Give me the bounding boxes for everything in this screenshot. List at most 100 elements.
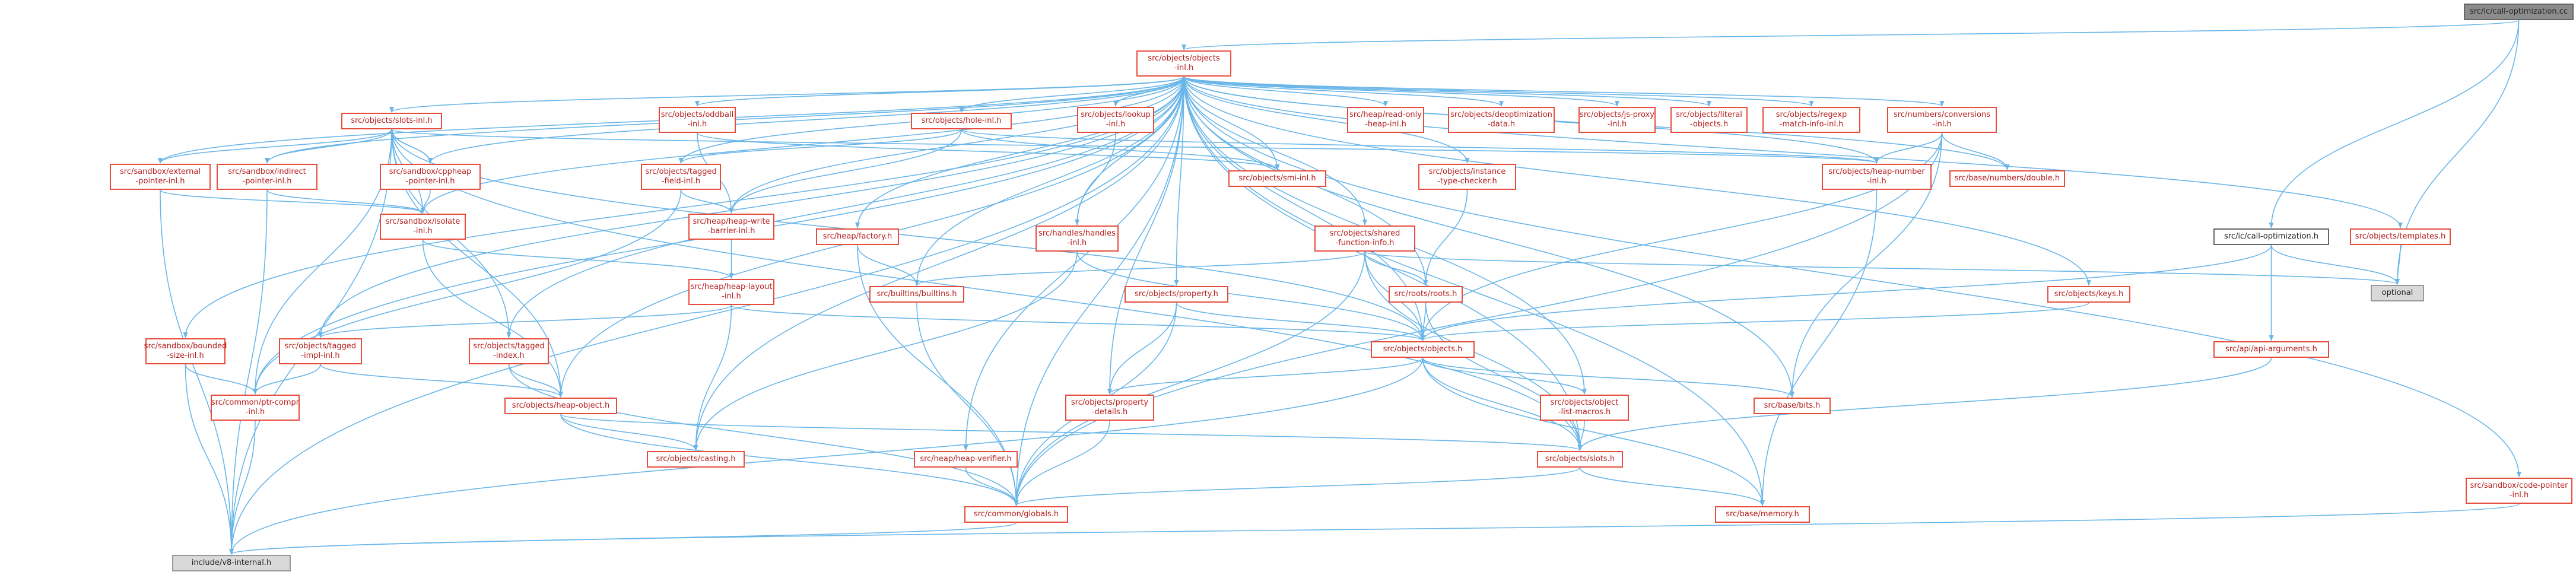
node-label-line: src/ic/call-optimization.cc: [2469, 7, 2568, 16]
edge-objects-objects-inl-to-objects-slots: [1183, 76, 1583, 451]
graph-node-hole-inl[interactable]: src/objects/hole-inl.h: [911, 113, 1012, 129]
node-label-line: src/numbers/conversions: [1894, 110, 1990, 119]
graph-node-indirect-ptr[interactable]: src/sandbox/indirect-pointer-inl.h: [217, 164, 317, 190]
node-label-line: -type-checker.h: [1437, 177, 1497, 186]
graph-node-code-pointer[interactable]: src/sandbox/code-pointer-inl.h: [2466, 478, 2572, 504]
edge-shared-function-info-to-roots-h: [1364, 251, 1428, 286]
graph-node-objects-objects-inl[interactable]: src/objects/objects-inl.h: [1136, 50, 1231, 77]
node-label-line: -impl-inl.h: [301, 351, 340, 360]
graph-node-object-list-macros[interactable]: src/objects/object-list-macros.h: [1540, 395, 1629, 421]
graph-node-handles-inl[interactable]: src/handles/handles-inl.h: [1036, 225, 1119, 252]
graph-node-heap-factory[interactable]: src/heap/factory.h: [816, 228, 899, 245]
node-label-line: -field-inl.h: [661, 177, 701, 186]
graph-node-ic-call-opt-cc[interactable]: src/ic/call-optimization.cc: [2464, 4, 2574, 20]
graph-node-api-arguments[interactable]: src/api/api-arguments.h: [2213, 341, 2329, 358]
graph-node-literal-objects[interactable]: src/objects/literal-objects.h: [1670, 107, 1748, 133]
edge-objects-objects-inl-to-builtins: [914, 76, 1184, 286]
graph-node-cppheap-ptr[interactable]: src/sandbox/cppheap-pointer-inl.h: [380, 164, 481, 190]
graph-node-base-memory[interactable]: src/base/memory.h: [1715, 506, 1810, 523]
graph-node-property-details[interactable]: src/objects/property-details.h: [1065, 395, 1154, 421]
node-label-line: -list-macros.h: [1558, 408, 1611, 417]
graph-node-keys-h[interactable]: src/objects/keys.h: [2047, 286, 2130, 303]
node-label-line: src/objects/slots-inl.h: [351, 116, 433, 125]
graph-node-heap-number-inl[interactable]: src/objects/heap-number-inl.h: [1822, 164, 1932, 190]
graph-node-roots-h[interactable]: src/roots/roots.h: [1389, 286, 1463, 303]
edge-tagged-field-to-heap-write-barrier: [680, 189, 734, 214]
node-label-line: -pointer-inl.h: [135, 177, 185, 186]
edge-objects-h-to-objects-slots: [1422, 357, 1583, 451]
graph-node-v8-internal[interactable]: include/v8-internal.h: [172, 555, 291, 571]
edge-tagged-impl-to-ptr-compr: [253, 364, 321, 395]
node-label-line: src/objects/tagged: [473, 342, 545, 351]
node-label-line: src/sandbox/indirect: [228, 167, 306, 176]
graph-node-globals[interactable]: src/common/globals.h: [964, 506, 1068, 523]
graph-node-objects-h[interactable]: src/objects/objects.h: [1371, 341, 1475, 358]
graph-node-property-h[interactable]: src/objects/property.h: [1125, 286, 1228, 303]
edge-objects-objects-inl-to-v8-internal: [229, 76, 1184, 555]
edge-shared-function-info-to-globals: [1014, 251, 1365, 506]
graph-node-heap-layout[interactable]: src/heap/heap-layout-inl.h: [688, 279, 774, 305]
edge-objects-objects-inl-to-conversions-inl: [1183, 76, 1945, 107]
graph-node-tagged-index[interactable]: src/objects/tagged-index.h: [469, 338, 549, 364]
graph-node-objects-slots[interactable]: src/objects/slots.h: [1537, 451, 1623, 468]
edge-objects-objects-inl-to-deoptimization: [1183, 76, 1504, 107]
node-label-line: -objects.h: [1689, 120, 1729, 129]
graph-node-heap-object[interactable]: src/objects/heap-object.h: [504, 398, 617, 414]
edge-objects-h-to-base-bits: [1422, 357, 1794, 398]
node-label-line: src/objects/shared: [1329, 229, 1400, 238]
edge-hole-inl-to-smi-inl: [961, 129, 1280, 170]
graph-node-oddball-inl[interactable]: src/objects/oddball-inl.h: [659, 107, 736, 133]
graph-node-smi-inl[interactable]: src/objects/smi-inl.h: [1228, 170, 1326, 187]
node-label-line: -size-inl.h: [167, 351, 204, 360]
graph-node-sandbox-isolate[interactable]: src/sandbox/isolate-inl.h: [380, 214, 466, 240]
graph-node-templates-h[interactable]: src/objects/templates.h: [2350, 228, 2451, 245]
edge-objects-slots-to-base-memory: [1579, 467, 1765, 506]
node-label-line: src/objects/objects: [1148, 54, 1220, 63]
node-label-line: -inl.h: [1607, 120, 1627, 129]
graph-node-js-proxy[interactable]: src/objects/js-proxy-inl.h: [1578, 107, 1656, 133]
graph-node-heap-verifier[interactable]: src/heap/heap-verifier.h: [914, 451, 1018, 468]
node-label-line: src/objects/js-proxy: [1580, 110, 1654, 119]
graph-node-builtins[interactable]: src/builtins/builtins.h: [869, 286, 964, 303]
edge-tagged-index-to-heap-object: [508, 364, 563, 398]
graph-node-bounded-size[interactable]: src/sandbox/bounded-size-inl.h: [144, 338, 227, 364]
node-label-line: src/ic/call-optimization.h: [2224, 232, 2319, 241]
graph-node-external-ptr[interactable]: src/sandbox/external-pointer-inl.h: [110, 164, 211, 190]
graph-node-lookup-inl[interactable]: src/objects/lookup-inl.h: [1077, 107, 1154, 133]
graph-node-slots-inl[interactable]: src/objects/slots-inl.h: [341, 113, 442, 129]
graph-node-numbers-double[interactable]: src/base/numbers/double.h: [1949, 170, 2065, 187]
edge-slots-inl-to-indirect-ptr: [265, 129, 392, 164]
graph-node-read-only-heap[interactable]: src/heap/read-only-heap-inl.h: [1347, 107, 1424, 133]
node-label-line: src/objects/regexp: [1775, 110, 1847, 119]
graph-node-casting[interactable]: src/objects/casting.h: [647, 451, 745, 468]
edge-property-details-to-globals: [1014, 420, 1110, 506]
node-label-line: src/objects/property.h: [1135, 290, 1218, 298]
edge-objects-objects-inl-to-shared-function-info: [1183, 76, 1367, 225]
node-label-line: -details.h: [1091, 408, 1128, 417]
node-label-line: -barrier-inl.h: [707, 227, 755, 236]
edge-heap-verifier-to-globals: [965, 467, 1019, 506]
edge-heap-object-to-globals: [560, 414, 1019, 506]
node-label-line: src/objects/casting.h: [656, 455, 736, 463]
node-label-line: src/sandbox/cppheap: [389, 167, 472, 176]
edge-external-ptr-to-v8-internal: [160, 189, 234, 555]
node-label-line: src/common/globals.h: [973, 510, 1059, 519]
edge-objects-slots-to-globals: [1014, 467, 1581, 506]
graph-node-base-bits[interactable]: src/base/bits.h: [1754, 398, 1831, 414]
graph-node-regexp-match[interactable]: src/objects/regexp-match-info-inl.h: [1762, 107, 1860, 133]
edge-objects-objects-inl-to-templates-h: [1183, 76, 2403, 228]
edge-objects-objects-inl-to-smi-inl: [1183, 76, 1280, 170]
graph-node-ptr-compr[interactable]: src/common/ptr-compr-inl.h: [211, 395, 300, 421]
graph-node-instance-type-checker[interactable]: src/objects/instance-type-checker.h: [1418, 164, 1516, 190]
graph-node-tagged-impl[interactable]: src/objects/tagged-impl-inl.h: [279, 338, 362, 364]
graph-node-call-optimization-h[interactable]: src/ic/call-optimization.h: [2213, 228, 2329, 245]
graph-node-conversions-inl[interactable]: src/numbers/conversions-inl.h: [1887, 107, 1997, 133]
node-label-line: src/objects/objects.h: [1383, 345, 1463, 354]
graph-node-optional[interactable]: optional: [2371, 285, 2424, 301]
graph-node-shared-function-info[interactable]: src/objects/shared-function-info.h: [1314, 225, 1415, 252]
graph-node-deoptimization[interactable]: src/objects/deoptimization-data.h: [1448, 107, 1555, 133]
edge-objects-objects-inl-to-base-bits: [1183, 76, 1794, 398]
edge-code-pointer-to-v8-internal: [229, 503, 2520, 555]
graph-node-heap-write-barrier[interactable]: src/heap/heap-write-barrier-inl.h: [688, 214, 774, 240]
graph-node-tagged-field[interactable]: src/objects/tagged-field-inl.h: [641, 164, 721, 190]
